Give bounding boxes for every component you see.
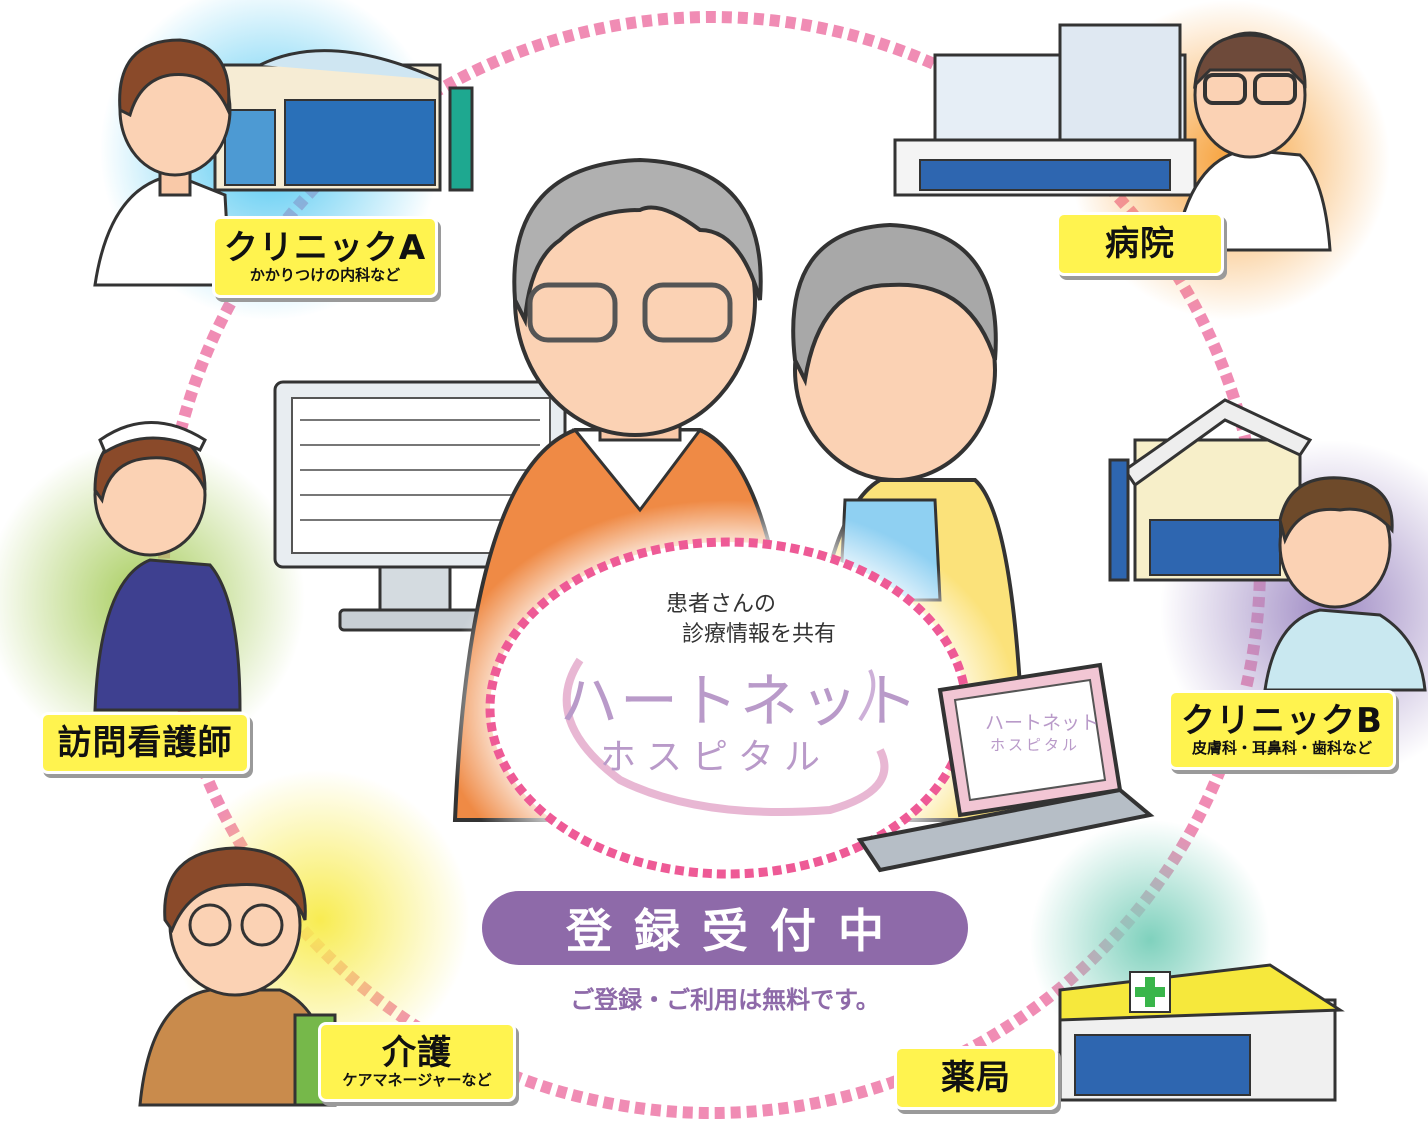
center-caption-line1: 患者さんの xyxy=(666,592,777,617)
center-caption: 患者さんの 診療情報を共有 xyxy=(610,590,900,650)
label-clinic-a-title: クリニックA xyxy=(223,228,427,268)
clinic-a-building xyxy=(213,49,474,192)
label-care-subtitle: ケアマネージャーなど xyxy=(342,1071,492,1089)
service-logo-sub: ホスピタル xyxy=(600,737,831,778)
pharmacy-building xyxy=(1058,963,1345,1102)
logo-heart-swirl xyxy=(562,657,889,816)
label-nurse-title: 訪問看護師 xyxy=(57,723,233,763)
label-pharmacy-title: 薬局 xyxy=(941,1058,1011,1098)
clinic-b-building xyxy=(1108,398,1313,582)
desktop-monitor xyxy=(273,380,567,632)
free-of-charge-note: ご登録・ご利用は無料です。 xyxy=(570,986,880,1014)
laptop-logo-main: ハートネット xyxy=(985,712,1100,734)
label-clinic-a: クリニックA かかりつけの内科など xyxy=(212,216,438,298)
clinic-a-doctor xyxy=(93,38,232,287)
laptop-logo-sub: ホスピタル xyxy=(990,736,1081,754)
label-care-title: 介護 xyxy=(382,1033,452,1073)
registration-badge-text: 登録受付中 xyxy=(566,904,906,958)
label-clinic-b: クリニックB 皮膚科・耳鼻科・歯科など xyxy=(1168,690,1396,770)
label-clinic-a-subtitle: かかりつけの内科など xyxy=(249,266,401,284)
label-clinic-b-subtitle: 皮膚科・耳鼻科・歯科など xyxy=(1191,739,1372,757)
label-care: 介護 ケアマネージャーなど xyxy=(318,1022,516,1102)
visiting-nurse xyxy=(93,421,242,712)
label-hospital: 病院 xyxy=(1056,212,1224,276)
laptop xyxy=(856,662,1155,873)
hospital-building xyxy=(893,23,1197,197)
label-pharmacy: 薬局 xyxy=(894,1046,1058,1110)
label-clinic-b-title: クリニックB xyxy=(1181,701,1383,741)
center-caption-line2: 診療情報を共有 xyxy=(682,622,837,647)
clinic-b-doctor xyxy=(1263,476,1427,692)
registration-badge: 登録受付中 xyxy=(482,891,968,965)
service-logo-main: ハートネット xyxy=(560,667,921,735)
label-hospital-title: 病院 xyxy=(1105,224,1175,264)
label-nurse: 訪問看護師 xyxy=(40,712,250,774)
